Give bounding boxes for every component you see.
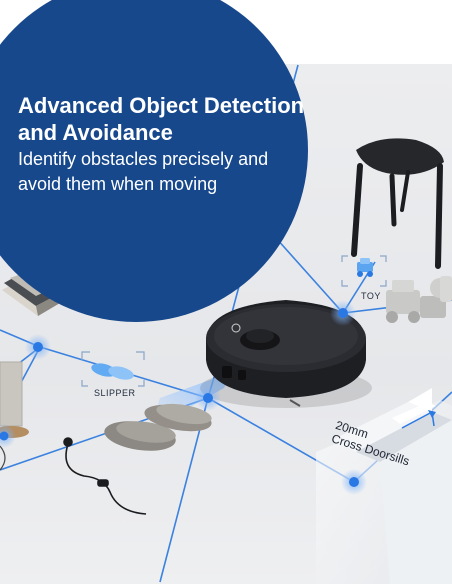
- detection-dot-doorsill: [341, 469, 367, 495]
- cable: [63, 437, 147, 515]
- detection-dot-robot: [195, 385, 221, 411]
- toy-car-icon: [357, 258, 373, 277]
- detection-dots: [0, 300, 367, 495]
- detection-dot-left: [25, 334, 51, 360]
- detection-dot-corner: [0, 424, 16, 448]
- robot-vacuum: [200, 300, 372, 408]
- toy-detect-frame: [341, 255, 387, 287]
- doorsill-step: [316, 388, 452, 584]
- slipper-label: SLIPPER: [94, 388, 136, 398]
- headline-bubble: [0, 0, 308, 322]
- toy-blocks: [386, 276, 452, 323]
- slipper-icon: [91, 363, 134, 380]
- detection-dot-toy: [330, 300, 356, 326]
- floor-lamp: [0, 361, 29, 471]
- slippers: [104, 403, 212, 451]
- slipper-detect-frame: [81, 351, 145, 387]
- headline: Advanced Object Detection and Avoidance: [18, 93, 305, 145]
- chair: [351, 138, 444, 269]
- toy-label: TOY: [361, 291, 381, 301]
- subheadline: Identify obstacles precisely and avoid t…: [18, 149, 269, 194]
- doorsill-arrow: [401, 410, 436, 429]
